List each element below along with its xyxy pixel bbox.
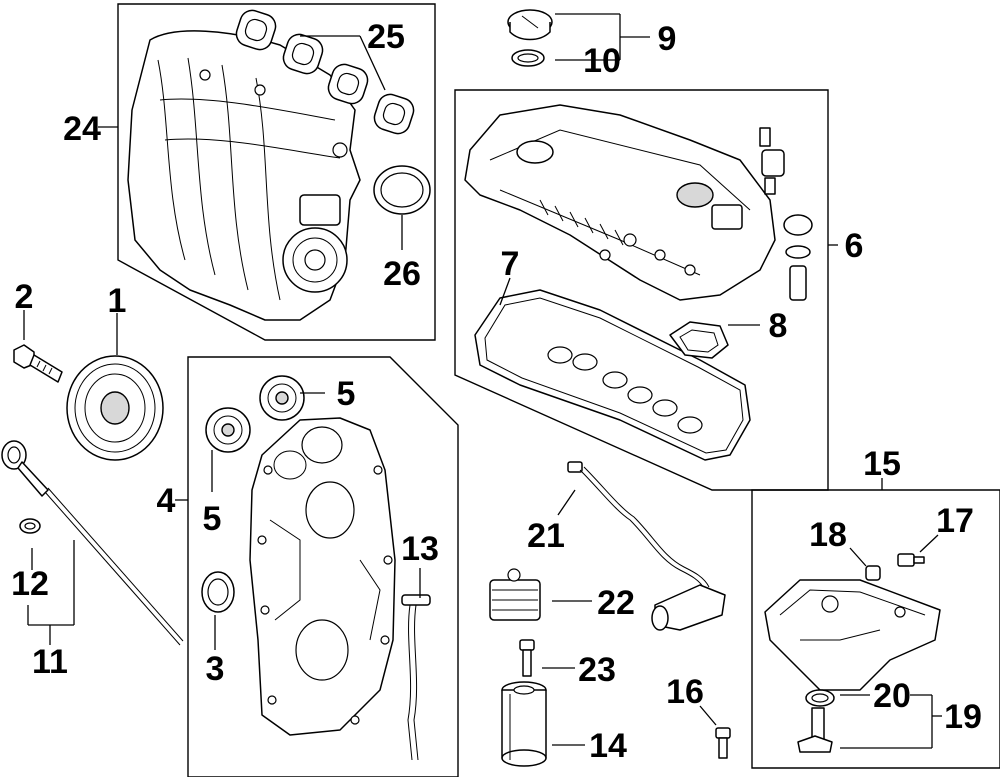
callout-20: 20 — [873, 677, 911, 715]
callout-labels: 1 2 3 4 5 5 6 7 8 9 10 11 12 13 14 15 16… — [11, 18, 982, 765]
variable-timing-sprocket-lower — [205, 407, 251, 453]
variable-timing-sprocket-upper — [259, 375, 305, 421]
callout-2: 2 — [15, 278, 34, 316]
crankshaft-pulley — [66, 355, 164, 461]
callout-17: 17 — [936, 502, 974, 540]
dipstick-o-ring — [19, 518, 41, 534]
callout-3: 3 — [206, 650, 225, 688]
throttle-body-gasket — [373, 165, 431, 215]
callout-8: 8 — [769, 307, 788, 345]
oil-filter — [501, 681, 547, 767]
callout-5-lower: 5 — [203, 500, 222, 538]
callout-18: 18 — [809, 516, 847, 554]
callout-25: 25 — [367, 18, 405, 56]
callout-6: 6 — [845, 227, 864, 265]
intake-manifold — [127, 30, 361, 321]
oil-filler-cap — [507, 9, 553, 41]
callout-21: 21 — [527, 517, 565, 555]
callout-16: 16 — [666, 673, 704, 711]
oil-pan-group-box — [751, 489, 1000, 769]
oil-cooler-bolt — [519, 639, 535, 677]
callout-9: 9 — [658, 20, 677, 58]
callout-24: 24 — [63, 110, 101, 148]
callout-13: 13 — [401, 530, 439, 568]
oil-dipstick — [1, 440, 184, 646]
callout-14: 14 — [589, 727, 627, 765]
callout-10: 10 — [583, 42, 621, 80]
intake-manifold-group-box — [117, 3, 436, 341]
timing-cover-group-box — [187, 356, 459, 777]
crankshaft-pulley-bolt — [13, 344, 63, 383]
callout-23: 23 — [578, 651, 616, 689]
oil-pressure-sensor — [897, 553, 925, 567]
pcv-valve-assembly — [783, 214, 813, 301]
oil-pan — [764, 579, 941, 691]
intake-gasket-set — [235, 9, 415, 135]
callout-15: 15 — [863, 445, 901, 483]
callout-22: 22 — [597, 584, 635, 622]
oil-level-sensor-gasket — [805, 689, 835, 707]
leader-lines — [23, 13, 942, 749]
oil-cooler — [489, 568, 541, 621]
oil-control-valve-harness — [567, 461, 726, 631]
callout-19: 19 — [944, 698, 982, 736]
drain-plug-bolt — [715, 727, 731, 759]
front-crankshaft-seal — [201, 571, 235, 613]
spark-tube-gasket — [669, 321, 729, 359]
valve-cover-gasket — [474, 289, 751, 461]
callout-7: 7 — [501, 245, 520, 283]
oil-level-sensor — [797, 707, 833, 753]
callout-5-upper: 5 — [337, 375, 356, 413]
callout-26: 26 — [383, 255, 421, 293]
valve-cover — [464, 104, 776, 301]
oil-filler-cap-seal — [511, 49, 545, 67]
callout-1: 1 — [108, 282, 127, 320]
callout-12: 12 — [11, 565, 49, 603]
oil-pan-plug — [865, 565, 881, 581]
oil-level-gauge-tube — [401, 594, 431, 761]
timing-chain-cover — [249, 417, 396, 736]
callout-11: 11 — [32, 643, 68, 681]
cam-sensor-and-bolt — [759, 127, 785, 195]
callout-4: 4 — [157, 482, 176, 520]
